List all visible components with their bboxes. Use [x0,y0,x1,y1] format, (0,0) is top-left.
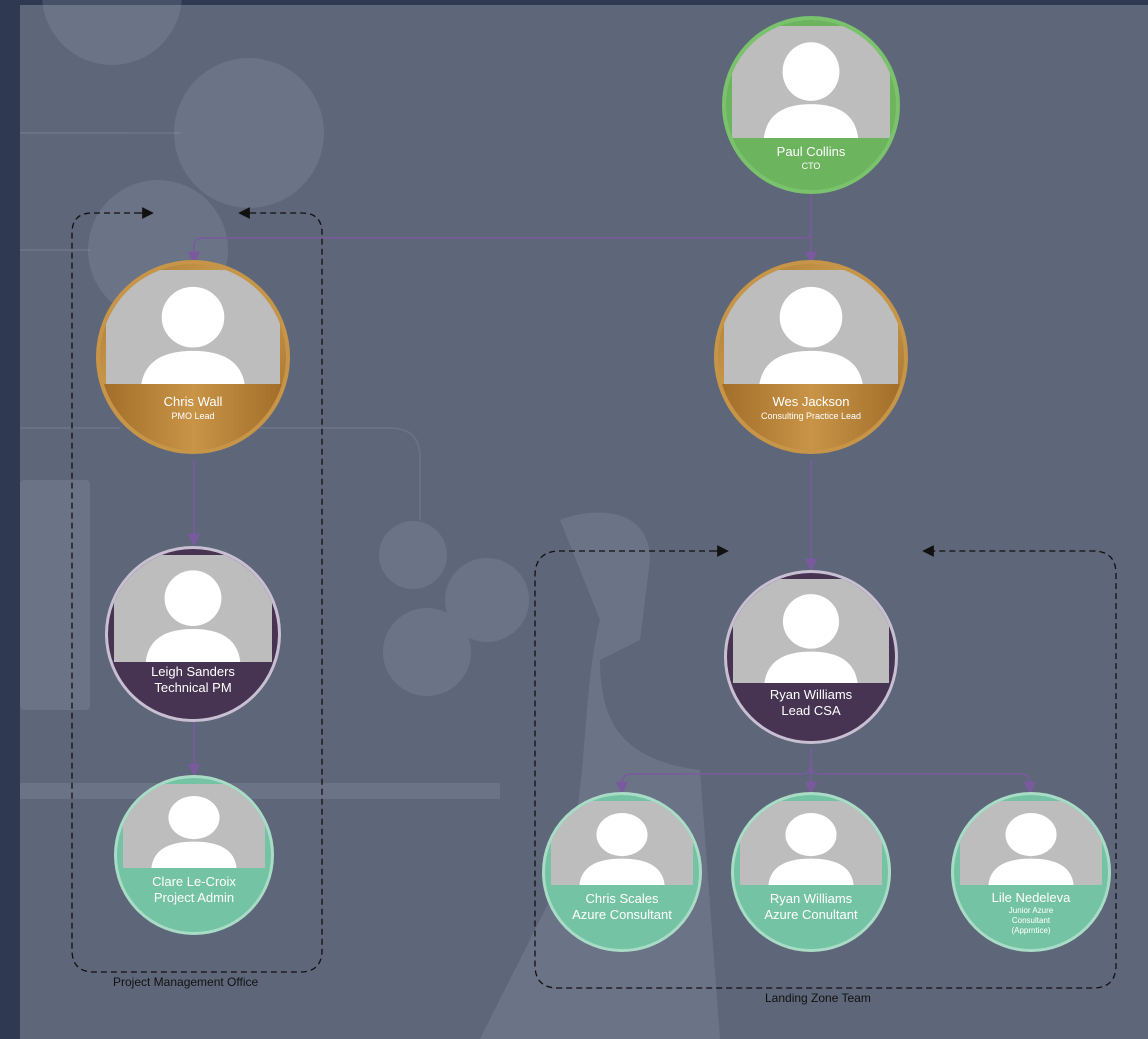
avatar [733,579,889,685]
avatar [740,801,882,885]
person-name: Chris Wall [163,394,223,409]
person-role: Azure Consultant [572,907,672,922]
person-name: Lile Nedeleva [991,890,1071,905]
window-frame-top [0,0,1148,5]
avatar [551,801,693,885]
name-band: Wes Jackson Consulting Practice Lead [718,384,904,450]
person-role: PMO Lead [171,411,215,421]
landing-zone-group-frame [534,550,1117,989]
name-band: Clare Le-Croix Project Admin [117,868,271,932]
person-name: Chris Scales [585,891,659,906]
pmo-group-frame [71,212,323,973]
node-clare-le-croix[interactable]: Clare Le-Croix Project Admin [114,775,274,935]
avatar [724,270,898,388]
node-lile-nedeleva[interactable]: Lile Nedeleva Junior Azure Consultant (A… [951,792,1111,952]
node-ryan-williams-lead[interactable]: Ryan Williams Lead CSA [724,570,898,744]
thumbs-up-icon [383,608,471,696]
person-role: Project Admin [153,890,235,905]
name-band: Chris Wall PMO Lead [100,384,286,450]
hourglass-icon [174,58,324,208]
person-role-line: Junior Azure [1008,906,1054,915]
person-name: Ryan Williams [769,891,853,906]
avatar [114,555,272,663]
name-band: Paul Collins CTO [726,138,896,190]
avatar [960,801,1102,885]
node-chris-wall[interactable]: Chris Wall PMO Lead [96,260,290,454]
person-name: Ryan Williams [769,687,853,702]
landing-zone-group-label: Landing Zone Team [765,991,871,1005]
avatar [106,270,280,388]
name-band: Chris Scales Azure Consultant [545,885,699,949]
person-role: Azure Conultant [764,907,858,922]
name-band: Ryan Williams Azure Conultant [734,885,888,949]
coin-icon [42,0,182,65]
node-wes-jackson[interactable]: Wes Jackson Consulting Practice Lead [714,260,908,454]
node-ryan-williams-consultant[interactable]: Ryan Williams Azure Conultant [731,792,891,952]
connector-cto-pmo [187,190,812,265]
person-name: Clare Le-Croix [152,874,236,889]
node-paul-collins[interactable]: Paul Collins CTO [722,16,900,194]
connector-csa-team [615,748,812,795]
person-name: Wes Jackson [772,394,850,409]
person-role-line: Consultant [1011,916,1051,925]
person-role: Technical PM [154,680,232,695]
person-role: Consulting Practice Lead [760,411,862,421]
name-band: Ryan Williams Lead CSA [727,683,895,741]
person-role: CTO [801,161,821,171]
person-name: Leigh Sanders [151,664,235,679]
avatar [123,784,265,868]
person-role: Lead CSA [781,703,841,718]
name-band: Leigh Sanders Technical PM [108,662,278,719]
team-icon [445,558,529,642]
connector-csa-apprentice [810,763,1037,795]
name-band: Lile Nedeleva Junior Azure Consultant (A… [954,885,1108,949]
person-name: Paul Collins [776,144,846,159]
window-frame-left [0,0,20,1039]
node-chris-scales[interactable]: Chris Scales Azure Consultant [542,792,702,952]
avatar [732,26,890,140]
mail-icon [379,521,447,589]
pmo-group-label: Project Management Office [113,975,259,989]
node-leigh-sanders[interactable]: Leigh Sanders Technical PM [105,546,281,722]
person-role-line: (Apprntice) [1011,926,1051,935]
